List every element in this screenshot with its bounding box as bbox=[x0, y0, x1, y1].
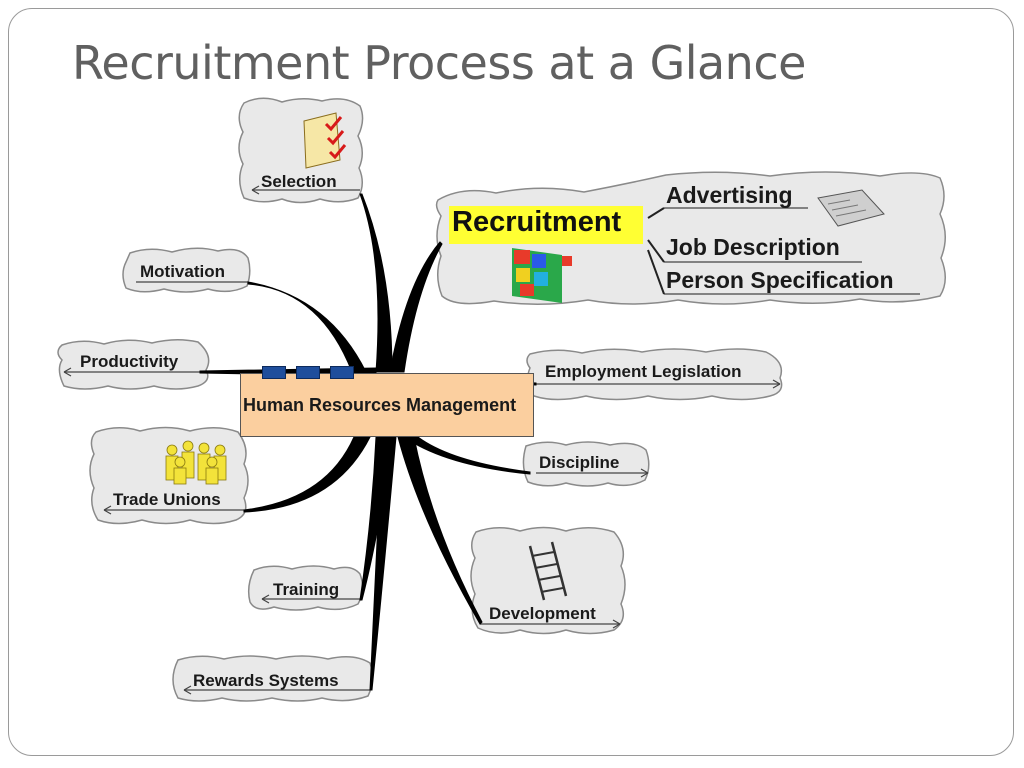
bubble-discipline bbox=[522, 441, 650, 487]
node-rewards-systems: Rewards Systems bbox=[193, 671, 339, 690]
bubble-recruitment bbox=[435, 171, 946, 305]
node-job-description: Job Description bbox=[666, 234, 840, 260]
node-advertising: Advertising bbox=[666, 182, 793, 208]
node-person-specification: Person Specification bbox=[666, 267, 894, 293]
node-motivation: Motivation bbox=[140, 262, 225, 281]
node-development: Development bbox=[489, 604, 596, 623]
checklist-icon bbox=[303, 112, 347, 169]
node-discipline: Discipline bbox=[539, 453, 620, 472]
central-node bbox=[240, 373, 534, 437]
pin-icon bbox=[262, 366, 286, 379]
ladder-icon bbox=[528, 541, 568, 601]
node-trade-unions: Trade Unions bbox=[113, 490, 221, 509]
node-productivity: Productivity bbox=[80, 352, 179, 371]
puzzle-icon bbox=[512, 247, 572, 303]
bubble-employment bbox=[526, 348, 783, 401]
slide-frame bbox=[8, 8, 1014, 756]
node-selection: Selection bbox=[261, 172, 337, 191]
node-training: Training bbox=[273, 580, 340, 599]
bubble-development bbox=[470, 526, 626, 635]
bubble-productivity bbox=[57, 339, 210, 390]
newspaper-icon bbox=[817, 189, 885, 227]
node-employment-legislation: Employment Legislation bbox=[545, 362, 742, 381]
central-node-label: Human Resources Management bbox=[243, 395, 517, 415]
node-recruitment: Recruitment bbox=[452, 206, 622, 238]
pin-icon bbox=[330, 366, 354, 379]
recruitment-highlight bbox=[449, 206, 643, 244]
pin-icon bbox=[296, 366, 320, 379]
slide-title: Recruitment Process at a Glance bbox=[72, 36, 806, 90]
people-icon bbox=[165, 440, 227, 485]
bubble-motivation bbox=[122, 247, 251, 293]
